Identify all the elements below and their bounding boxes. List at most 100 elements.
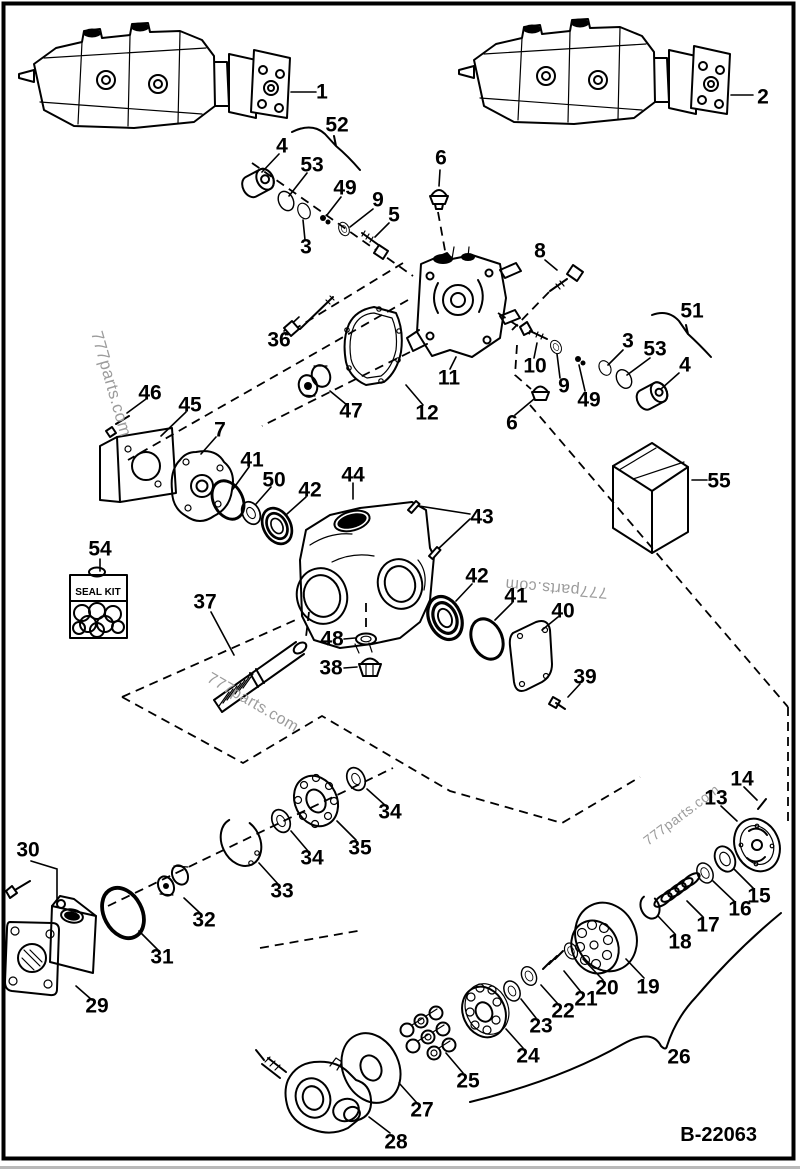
part-25-piston-block [399, 1005, 457, 1061]
part-label-30: 30 [16, 839, 39, 862]
part-55-box [612, 442, 689, 554]
part-5-screw [361, 230, 389, 260]
part-4-plug [241, 167, 275, 199]
part-24-retainer-plate [461, 983, 510, 1039]
part-label-14: 14 [730, 768, 754, 791]
part-label-32: 32 [192, 909, 215, 932]
part-label-12: 12 [415, 402, 438, 425]
part-label-6: 6 [435, 147, 447, 170]
part-label-13: 13 [704, 787, 727, 810]
group-brackets [291, 126, 782, 1103]
part-label-37: 37 [193, 591, 216, 614]
part-label-49: 49 [577, 389, 600, 412]
part-label-43: 43 [470, 506, 493, 529]
part-label-27: 27 [410, 1099, 433, 1122]
part-label-9: 9 [558, 375, 570, 398]
part-label-10: 10 [523, 355, 546, 378]
part-18-snap-ring [639, 894, 661, 920]
part-label-3: 3 [300, 236, 312, 259]
part-6-plug [429, 189, 449, 210]
part-label-46: 46 [138, 382, 161, 405]
part-label-28: 28 [384, 1131, 408, 1154]
part-8-bolt [549, 264, 584, 292]
part-label-23: 23 [529, 1015, 552, 1038]
part-label-25: 25 [456, 1070, 480, 1093]
part-label-41: 41 [240, 449, 264, 472]
seal-kit-label: SEAL KIT [75, 587, 120, 598]
part-46-screw [105, 415, 130, 438]
part-label-51: 51 [680, 300, 704, 323]
part-label-9: 9 [372, 189, 384, 212]
part-35-bearing [292, 773, 340, 829]
part-7-flange [170, 450, 234, 522]
part-14-pin [757, 798, 767, 810]
part-label-5: 5 [388, 204, 400, 227]
bracket-51 [651, 312, 712, 358]
part-label-19: 19 [636, 976, 659, 999]
part-label-44: 44 [341, 464, 365, 487]
construction-lines [107, 162, 789, 949]
part-label-53: 53 [643, 338, 666, 361]
part-12-gasket [343, 306, 403, 386]
part-37-shaft [213, 641, 308, 713]
part-label-41: 41 [504, 585, 528, 608]
part-label-7: 7 [214, 419, 226, 442]
part-label-47: 47 [339, 400, 362, 423]
part-54-seal-kit [69, 566, 128, 639]
upper-fitting-group [241, 167, 584, 292]
part-label-11: 11 [438, 367, 461, 390]
part-36-bolt [283, 295, 335, 337]
part-label-18: 18 [668, 931, 692, 954]
drawing-number: B-22063 [680, 1124, 757, 1146]
part-27-thrust-plate [340, 1032, 402, 1104]
part-13-valve-plate [733, 817, 781, 873]
part-label-50: 50 [262, 469, 285, 492]
part-label-40: 40 [551, 600, 574, 623]
part-47-bushing [297, 364, 332, 398]
part-40-cover [508, 620, 553, 692]
rotating-group [255, 798, 781, 1134]
part-4b-plug [635, 381, 669, 411]
part-label-48: 48 [320, 628, 344, 651]
part-label-17: 17 [696, 914, 719, 937]
part-label-29: 29 [85, 995, 108, 1018]
part-label-24: 24 [516, 1045, 540, 1068]
part-label-15: 15 [747, 885, 771, 908]
part-38-plug [358, 657, 382, 677]
part-label-45: 45 [178, 394, 202, 417]
part-17-spring [653, 872, 701, 908]
part-30-bolt [5, 880, 31, 899]
part-label-53: 53 [300, 154, 323, 177]
part-label-20: 20 [595, 977, 618, 1000]
part-32-bushing [156, 864, 190, 897]
part-label-55: 55 [707, 470, 731, 493]
part-label-39: 39 [573, 666, 596, 689]
page-edge-line [0, 1166, 800, 1169]
part-label-54: 54 [88, 538, 112, 561]
shaft-and-rear-cover-group [213, 589, 566, 713]
part-label-31: 31 [150, 946, 174, 969]
part-39-screw [548, 696, 566, 710]
part-11-housing [406, 246, 522, 358]
part-label-49: 49 [333, 177, 356, 200]
part-label-52: 52 [325, 114, 348, 137]
part-label-16: 16 [728, 898, 751, 921]
part-label-2: 2 [757, 86, 769, 109]
part-label-42: 42 [465, 565, 488, 588]
part-label-42: 42 [298, 479, 321, 502]
part-44-housing [295, 501, 435, 654]
bracket-52 [291, 126, 361, 171]
part-label-35: 35 [348, 837, 372, 860]
part-label-26: 26 [667, 1046, 690, 1069]
part-label-38: 38 [319, 657, 343, 680]
part-48-ring [355, 632, 377, 646]
part-19-cylinder-barrel [570, 901, 638, 975]
part-33-snap-ring [219, 817, 263, 867]
part-label-4: 4 [276, 135, 288, 158]
part-49b-fitting [575, 356, 586, 366]
main-housing-group [99, 415, 442, 654]
part-21-pins [542, 950, 564, 970]
